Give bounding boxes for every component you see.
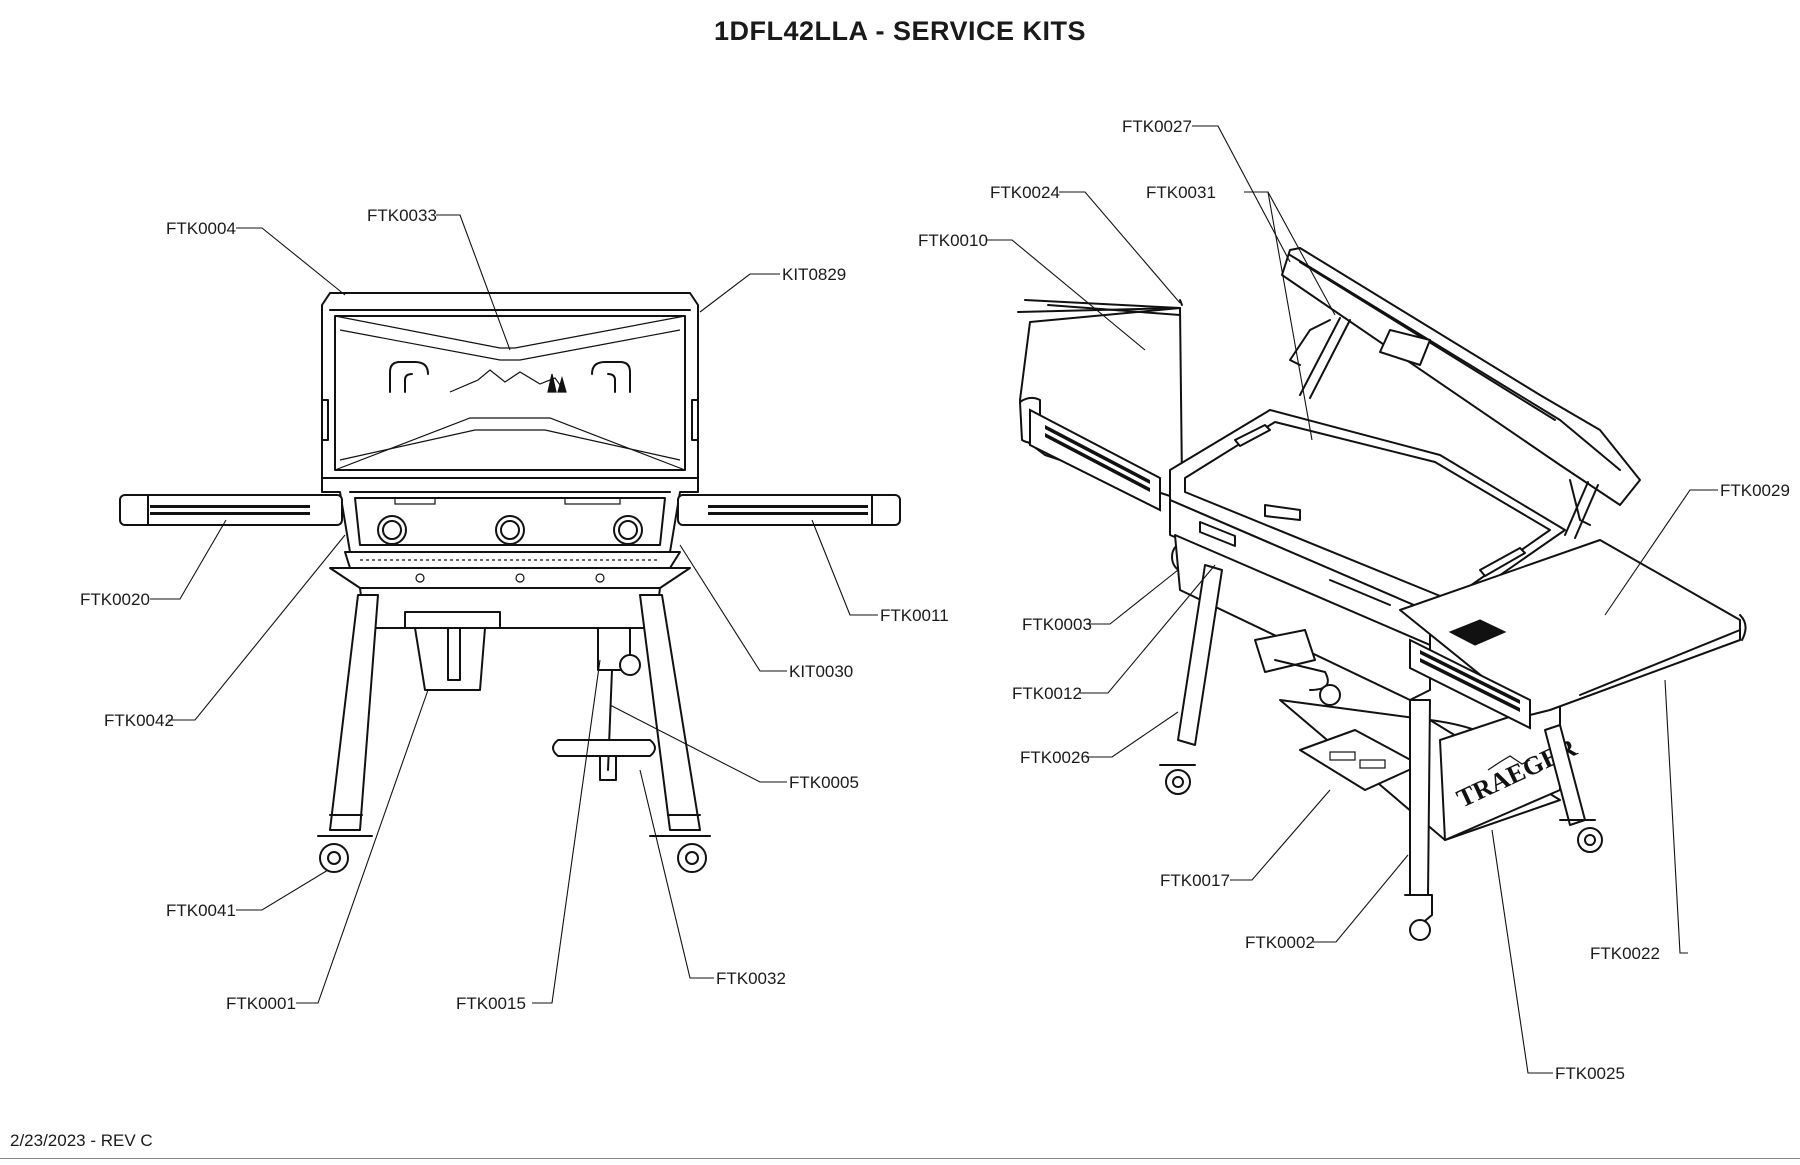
- callout-ftk0001: FTK0001: [226, 994, 296, 1013]
- callout-ftk0003: FTK0003: [1022, 615, 1092, 634]
- callout-kit0030: KIT0030: [789, 662, 853, 681]
- callout-ftk0020: FTK0020: [80, 590, 150, 609]
- callout-kit0829: KIT0829: [782, 265, 846, 284]
- callout-ftk0017: FTK0017: [1160, 871, 1230, 890]
- front-view-callouts: FTK0004 FTK0033 KIT0829 FTK0020 FTK0011 …: [80, 206, 949, 1013]
- callout-ftk0010: FTK0010: [918, 231, 988, 250]
- iso-view-callouts: FTK0027 FTK0024 FTK0031 FTK0010 FTK0029 …: [918, 117, 1790, 1083]
- callout-ftk0027: FTK0027: [1122, 117, 1192, 136]
- callout-ftk0012: FTK0012: [1012, 684, 1082, 703]
- iso-view-leaders: [986, 125, 1718, 1074]
- front-view-griddle: [119, 292, 901, 873]
- callout-ftk0002: FTK0002: [1245, 933, 1315, 952]
- callout-ftk0004: FTK0004: [166, 219, 236, 238]
- callout-ftk0005: FTK0005: [789, 773, 859, 792]
- callout-ftk0031: FTK0031: [1146, 183, 1216, 202]
- page-title: 1DFL42LLA - SERVICE KITS: [713, 16, 1087, 46]
- callout-ftk0029: FTK0029: [1720, 481, 1790, 500]
- callout-ftk0042: FTK0042: [104, 711, 174, 730]
- callout-ftk0011: FTK0011: [880, 606, 949, 625]
- iso-view-griddle: TRAEGER: [1017, 247, 1747, 941]
- bottom-divider: [0, 1158, 1800, 1159]
- callout-ftk0041: FTK0041: [166, 901, 236, 920]
- callout-ftk0033: FTK0033: [367, 206, 437, 225]
- callout-ftk0025: FTK0025: [1555, 1064, 1625, 1083]
- revision-label: 2/23/2023 - REV C: [10, 1131, 153, 1150]
- callout-ftk0024: FTK0024: [990, 183, 1060, 202]
- callout-ftk0022: FTK0022: [1590, 944, 1660, 963]
- front-view-leaders: [150, 214, 878, 1004]
- callout-ftk0026: FTK0026: [1020, 748, 1090, 767]
- callout-ftk0015: FTK0015: [456, 994, 526, 1013]
- callout-ftk0032: FTK0032: [716, 969, 786, 988]
